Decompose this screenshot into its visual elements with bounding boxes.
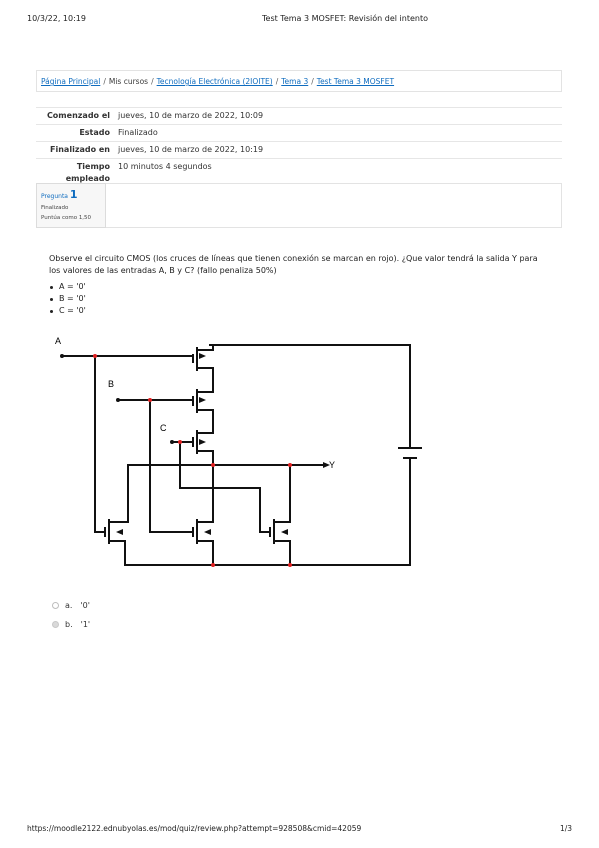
bullet-icon bbox=[50, 285, 53, 289]
circuit-label-c: C bbox=[160, 423, 167, 433]
print-datetime: 10/3/22, 10:19 bbox=[27, 14, 86, 23]
bullet-icon bbox=[50, 297, 53, 301]
option-text: '0' bbox=[80, 600, 90, 610]
circuit-label-y: Y bbox=[329, 460, 335, 470]
circuit-label-b: B bbox=[108, 379, 114, 389]
answer-options: a. '0' b. '1' bbox=[52, 597, 90, 635]
summary-value: jueves, 10 de marzo de 2022, 10:19 bbox=[114, 141, 562, 159]
summary-key: Tiempo empleado bbox=[36, 158, 114, 187]
bullet-icon bbox=[50, 309, 53, 313]
question-info: Pregunta 1 Finalizado Puntúa como 1,50 bbox=[36, 183, 106, 228]
circuit-label-a: A bbox=[55, 336, 61, 346]
junction-dot bbox=[178, 440, 182, 444]
junction-dot bbox=[288, 463, 292, 467]
breadcrumb-quiz[interactable]: Test Tema 3 MOSFET bbox=[316, 77, 395, 86]
cmos-circuit-diagram: A B C Y bbox=[55, 336, 422, 567]
junction-dot bbox=[211, 463, 215, 467]
summary-value: Finalizado bbox=[114, 124, 562, 142]
question-number: Pregunta 1 bbox=[41, 188, 78, 201]
summary-key: Comenzado el bbox=[36, 107, 114, 125]
junction-dot bbox=[93, 354, 97, 358]
breadcrumb-topic[interactable]: Tema 3 bbox=[281, 77, 309, 86]
input-values-list: A = '0' B = '0' C = '0' bbox=[50, 281, 86, 317]
junction-dot bbox=[288, 563, 292, 567]
question-state: Finalizado bbox=[41, 205, 69, 211]
radio-icon[interactable] bbox=[52, 601, 59, 609]
question-text: Observe el circuito CMOS (los cruces de … bbox=[49, 254, 538, 275]
option-letter: b. bbox=[65, 619, 73, 629]
summary-key: Estado bbox=[36, 124, 114, 142]
answer-option-a[interactable]: a. '0' bbox=[52, 597, 90, 613]
radio-selected-icon[interactable] bbox=[52, 620, 59, 628]
print-title: Test Tema 3 MOSFET: Revisión del intento bbox=[262, 14, 428, 23]
print-page-number: 1/3 bbox=[560, 824, 573, 833]
list-item: C = '0' bbox=[50, 305, 86, 317]
summary-value: 10 minutos 4 segundos bbox=[114, 158, 562, 187]
question-frame bbox=[36, 183, 562, 228]
breadcrumb-my-courses: Mis cursos bbox=[108, 77, 149, 86]
breadcrumb-course[interactable]: Tecnología Electrónica (2IOITE) bbox=[156, 77, 273, 86]
summary-value: jueves, 10 de marzo de 2022, 10:09 bbox=[114, 107, 562, 125]
list-item: A = '0' bbox=[50, 281, 86, 293]
junction-dot bbox=[148, 398, 152, 402]
summary-key: Finalizado en bbox=[36, 141, 114, 159]
answer-option-b[interactable]: b. '1' bbox=[52, 616, 90, 632]
junction-dot bbox=[211, 563, 215, 567]
print-url: https://moodle2122.ednubyolas.es/mod/qui… bbox=[27, 824, 362, 833]
list-item: B = '0' bbox=[50, 293, 86, 305]
option-letter: a. bbox=[65, 600, 73, 610]
option-text: '1' bbox=[80, 619, 91, 629]
breadcrumb: Página Principal/Mis cursos/Tecnología E… bbox=[36, 70, 562, 92]
question-points: Puntúa como 1,50 bbox=[41, 215, 92, 221]
breadcrumb-home[interactable]: Página Principal bbox=[41, 77, 101, 86]
